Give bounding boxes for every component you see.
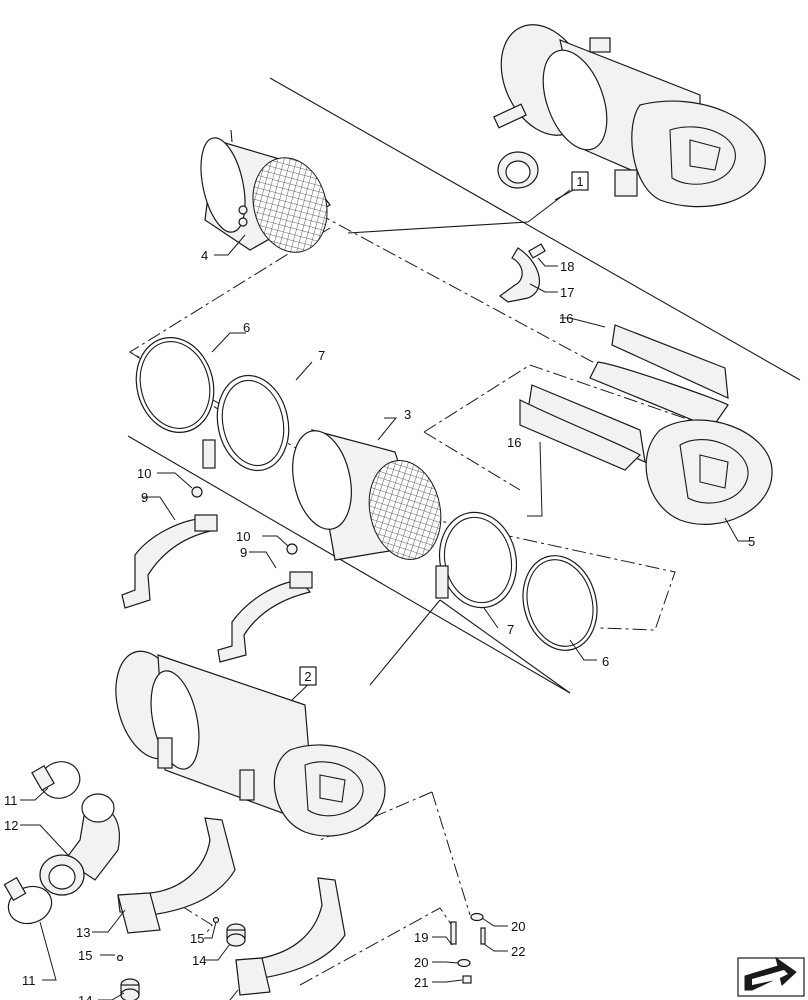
- callout-labels: 1 2 4 3 5 6 6 7 7 8 9 9 10 10 11 11 12 1…: [4, 171, 755, 1000]
- inlet-section-item-4: [200, 129, 331, 253]
- callout-17: 17: [560, 285, 574, 300]
- bolt-item-22: [480, 927, 486, 945]
- callout-11-lower: 11: [22, 973, 36, 988]
- heat-shield-item-16-bottom: [519, 384, 646, 471]
- callout-10-lower: 10: [236, 529, 250, 544]
- leader-lines: [20, 182, 752, 1000]
- strap-bracket-item-17: [498, 243, 546, 303]
- callout-20-upper: 20: [511, 919, 525, 934]
- callout-16-lower: 16: [507, 435, 521, 450]
- callout-1: 1: [576, 174, 583, 189]
- callout-18: 18: [560, 259, 574, 274]
- callout-4: 4: [201, 248, 208, 263]
- callout-20-lower: 20: [414, 955, 428, 970]
- washer-items-20: [457, 912, 484, 968]
- heat-shield-item-16-top: [589, 324, 729, 429]
- callout-14-upper: 14: [192, 953, 206, 968]
- pin-item-15: [116, 916, 220, 962]
- next-page-arrow-icon: [744, 956, 797, 991]
- callout-7-upper: 7: [318, 348, 325, 363]
- callout-9-lower: 9: [240, 545, 247, 560]
- vband-clamp-item-7-upper: [202, 374, 290, 472]
- callout-box-2: [299, 666, 317, 686]
- callout-7-lower: 7: [507, 622, 514, 637]
- callout-21: 21: [414, 975, 428, 990]
- stud-item-19: [450, 921, 457, 945]
- rubber-mount-item-14-upper: [226, 923, 246, 947]
- callout-13: 13: [76, 925, 90, 940]
- callout-5: 5: [748, 534, 755, 549]
- rubber-mount-item-14-lower: [120, 978, 140, 1000]
- callout-15-upper: 15: [190, 931, 204, 946]
- callout-11-upper: 11: [4, 793, 18, 808]
- next-page-button[interactable]: [737, 956, 805, 997]
- callout-9-upper: 9: [141, 490, 148, 505]
- gasket-ring-item-6-lower: [522, 555, 598, 651]
- support-cradle-item-13: [117, 817, 236, 934]
- callout-3: 3: [404, 407, 411, 422]
- callout-14-lower: 14: [78, 993, 92, 1000]
- construction-lines: [127, 77, 801, 694]
- callout-6-upper: 6: [243, 320, 250, 335]
- bracket-item-9-upper: [121, 486, 218, 609]
- hose-clamp-item-11-lower: [3, 876, 53, 925]
- bracket-item-9-lower: [217, 543, 313, 663]
- callout-box-1: [571, 171, 589, 191]
- filter-cartridge-item-3: [292, 429, 442, 561]
- vband-clamp-item-7-lower: [435, 511, 518, 609]
- assembly-item-2: [115, 650, 386, 837]
- hose-clamp-item-11-upper: [31, 761, 81, 799]
- support-cradle-item-8: [235, 877, 346, 996]
- callout-12: 12: [4, 818, 18, 833]
- inlet-elbow-item-12: [39, 793, 120, 896]
- assembly-item-1: [493, 24, 766, 208]
- outlet-endcap-item-5: [645, 419, 773, 525]
- gasket-ring-item-6-upper: [135, 337, 215, 433]
- callout-19: 19: [414, 930, 428, 945]
- callout-16-upper: 16: [559, 311, 573, 326]
- nut-item-21: [462, 975, 472, 984]
- callout-22: 22: [511, 944, 525, 959]
- callout-15-lower: 15: [78, 948, 92, 963]
- callout-10-upper: 10: [137, 466, 151, 481]
- callout-2: 2: [304, 669, 311, 684]
- callout-6-lower: 6: [602, 654, 609, 669]
